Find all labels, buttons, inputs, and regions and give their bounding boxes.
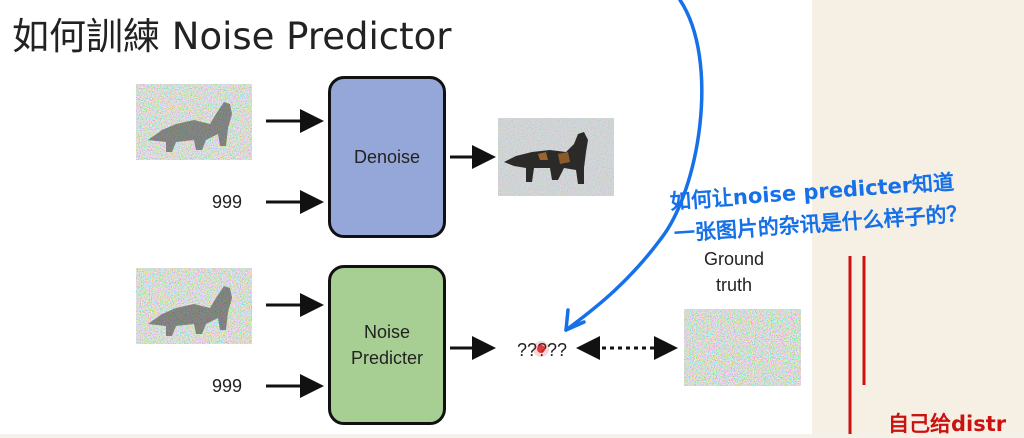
noisy-cat-graphic	[136, 84, 252, 160]
step-number-top: 999	[212, 192, 243, 212]
notes-pane	[812, 0, 1024, 434]
noise-graphic	[684, 309, 801, 386]
ground-truth-noise-image	[684, 309, 801, 386]
annotation-red-partial: 自己给distr	[888, 412, 1007, 436]
ground-truth-label: Ground truth	[704, 249, 765, 295]
noisy-cat-graphic-bottom	[136, 268, 252, 344]
step-number-bottom: 999	[212, 376, 243, 396]
noise-predicter-module: Noise Predicter	[328, 265, 446, 425]
noisy-cat-image-top	[136, 84, 252, 160]
predicted-noise-label: ?????	[517, 340, 568, 360]
denoised-cat-image	[498, 118, 614, 196]
noisy-cat-image-bottom	[136, 268, 252, 344]
slide-title: 如何訓練 Noise Predictor	[12, 15, 452, 58]
denoise-module: Denoise	[328, 76, 446, 238]
denoised-cat-graphic	[498, 118, 614, 196]
